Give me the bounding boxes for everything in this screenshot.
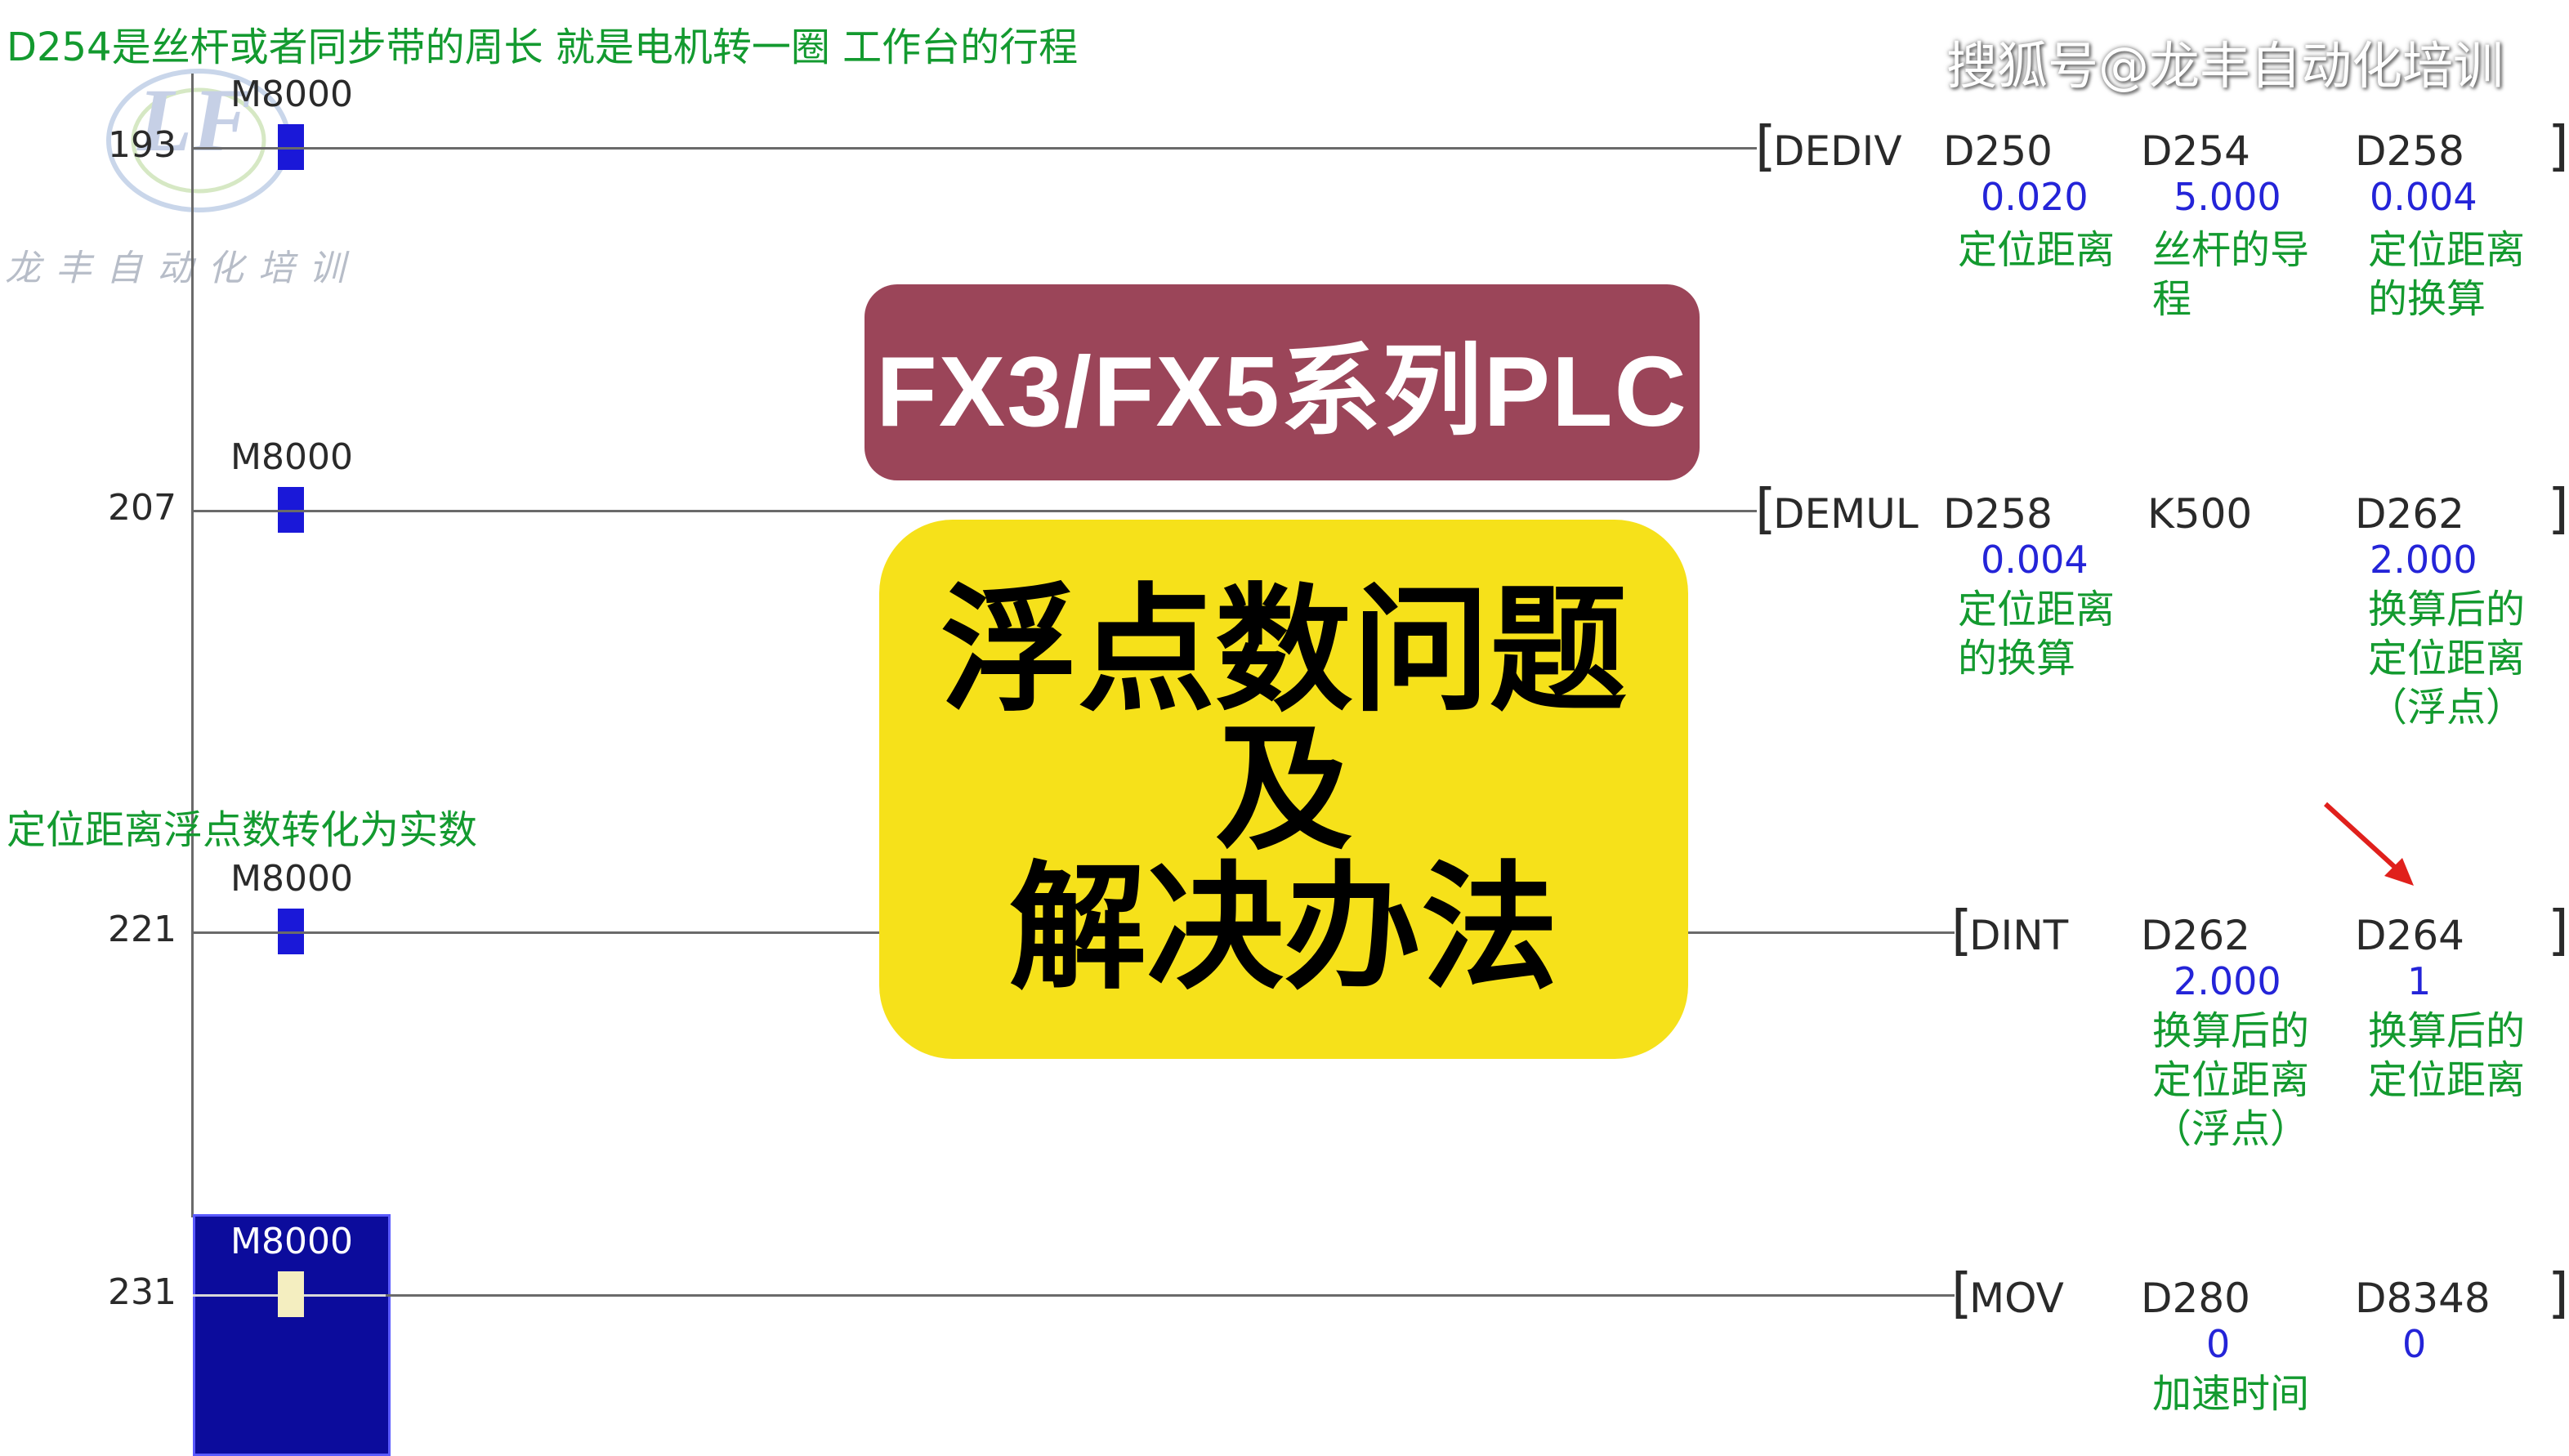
instr-bracket-close: ] — [2548, 899, 2569, 962]
rung-wire — [191, 510, 1757, 512]
subtitle-line: 解决办法 — [1009, 848, 1558, 1008]
watermark-text: 搜狐号@龙丰自动化培训 — [1946, 36, 2504, 96]
operand-value: 0.020 — [1981, 175, 2089, 219]
step-number: 231 — [108, 1271, 176, 1313]
instr-bracket-open: [ — [1755, 114, 1776, 177]
instr-bracket-close: ] — [2548, 477, 2569, 540]
subtitle-banner: 浮点数问题 及 解决办法 — [879, 520, 1688, 1059]
operand-comment: 定位距离 — [1958, 227, 2116, 273]
subtitle-line: 浮点数问题 — [940, 570, 1627, 730]
contact-label: M8000 — [230, 1221, 353, 1262]
operand-value: 0 — [2402, 1322, 2427, 1366]
logo-text: 龙丰自动化培训 — [5, 248, 360, 289]
header-comment: D254是丝杆或者同步带的周长 就是电机转一圈 工作台的行程 — [7, 25, 1079, 70]
instruction-mov[interactable]: MOV — [1969, 1275, 2064, 1322]
operand[interactable]: D258 — [1943, 490, 2053, 538]
operand-comment: 换算后的 定位距离 — [2368, 1008, 2526, 1103]
logo-mark: LF — [137, 70, 252, 170]
instruction-dediv[interactable]: DEDIV — [1773, 127, 1902, 175]
operand[interactable]: K500 — [2147, 490, 2253, 538]
instruction-dint[interactable]: DINT — [1969, 912, 2069, 959]
cursor-selection[interactable] — [193, 1214, 391, 1456]
step-number: 221 — [108, 909, 176, 950]
operand-comment: 换算后的 定位距离 （浮点） — [2152, 1008, 2310, 1152]
operand[interactable]: D280 — [2141, 1275, 2250, 1322]
contact-label: M8000 — [230, 436, 353, 478]
arrow-icon — [2323, 802, 2414, 886]
instr-bracket-open: [ — [1951, 899, 1973, 962]
operand-value: 0.004 — [1981, 538, 2089, 582]
operand-comment: 换算后的 定位距离 （浮点） — [2368, 587, 2526, 730]
rung-wire — [193, 1294, 1955, 1297]
operand-value: 2.000 — [2174, 959, 2281, 1003]
subtitle-line: 及 — [1215, 709, 1352, 869]
step-number: 207 — [108, 487, 176, 529]
operand-value: 5.000 — [2174, 175, 2281, 219]
instruction-demul[interactable]: DEMUL — [1773, 490, 1919, 538]
operand[interactable]: D8348 — [2355, 1275, 2491, 1322]
instr-bracket-open: [ — [1951, 1262, 1973, 1324]
operand[interactable]: D262 — [2141, 912, 2250, 959]
operand[interactable]: D254 — [2141, 127, 2250, 175]
operand-comment: 定位距离 的换算 — [1958, 587, 2116, 681]
operand-comment: 加速时间 — [2152, 1371, 2310, 1417]
operand-value: 1 — [2407, 959, 2432, 1003]
left-power-rail — [191, 74, 194, 1217]
operand[interactable]: D258 — [2355, 127, 2464, 175]
operand-value: 0.004 — [2370, 175, 2477, 219]
contact-m8000[interactable] — [278, 1271, 304, 1317]
operand[interactable]: D264 — [2355, 912, 2464, 959]
rung-comment: 定位距离浮点数转化为实数 — [7, 807, 478, 853]
instr-bracket-close: ] — [2548, 1262, 2569, 1324]
rung-wire — [191, 147, 1757, 150]
operand-value: 0 — [2206, 1322, 2231, 1366]
operand-value: 2.000 — [2370, 538, 2477, 582]
instr-bracket-open: [ — [1755, 477, 1776, 540]
step-number: 193 — [108, 124, 176, 166]
instr-bracket-close: ] — [2548, 114, 2569, 177]
operand-comment: 定位距离 的换算 — [2368, 227, 2526, 322]
title-banner: FX3/FX5系列PLC — [865, 284, 1700, 480]
operand[interactable]: D262 — [2355, 490, 2464, 538]
operand-comment: 丝杆的导 程 — [2152, 227, 2310, 322]
operand[interactable]: D250 — [1943, 127, 2053, 175]
contact-label: M8000 — [230, 858, 353, 900]
contact-label: M8000 — [230, 74, 353, 115]
